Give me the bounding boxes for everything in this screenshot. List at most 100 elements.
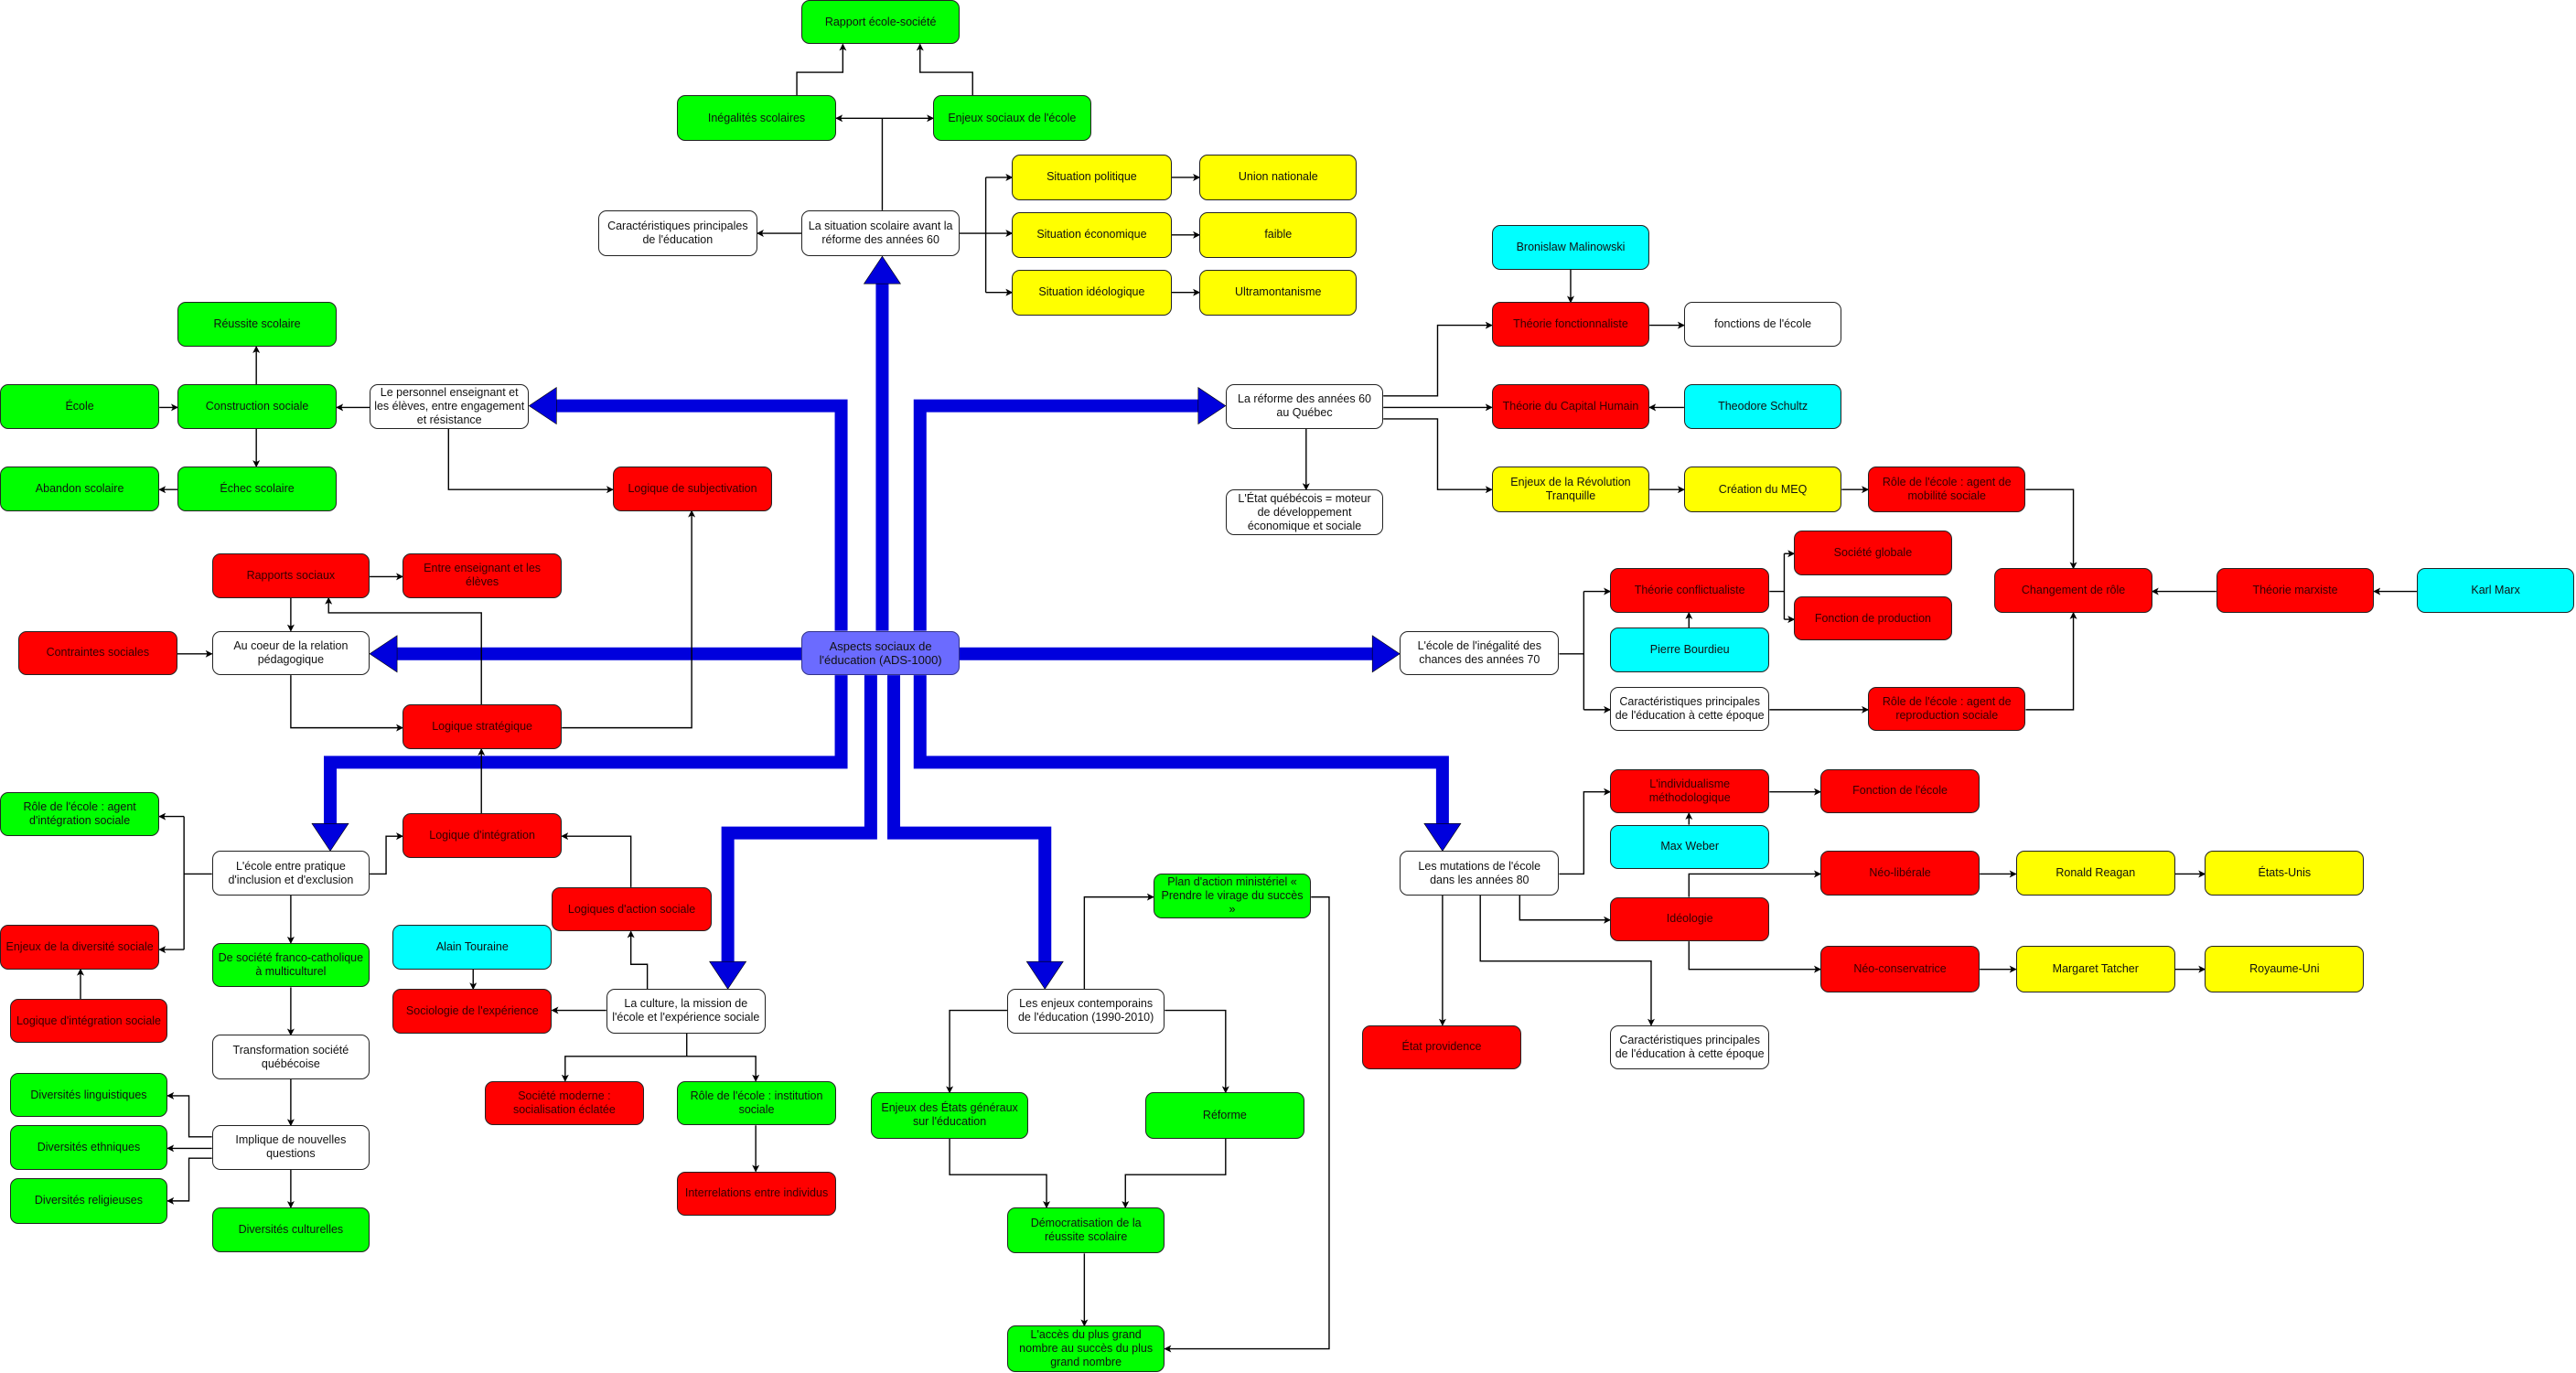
node-production[interactable]: Fonction de production [1794,595,1952,641]
connector-arrow [325,596,482,705]
node-culture[interactable]: La culture, la mission de l'école et l'e… [606,989,766,1034]
connector-arrow [447,428,614,494]
node-democratisation[interactable]: Démocratisation de la réussite scolaire [1006,1207,1165,1254]
connector-arrow [1519,895,1612,924]
node-interrelations[interactable]: Interrelations entre individus [676,1171,837,1217]
node-plan[interactable]: Plan d'action ministériel « Prendre le v… [1153,874,1312,918]
node-abandon[interactable]: Abandon scolaire [0,467,160,511]
node-inclusion[interactable]: L'école entre pratique d'inclusion et d'… [211,851,370,896]
node-thfonct[interactable]: Théorie fonctionnaliste [1491,302,1650,347]
node-caract1[interactable]: Caractéristiques principales de l'éducat… [597,209,757,257]
node-ecole[interactable]: École [0,384,160,429]
node-meq[interactable]: Création du MEQ [1683,467,1842,513]
node-center[interactable]: Aspects sociaux de l'éducation (ADS-1000… [801,630,960,676]
node-inegalite70[interactable]: L'école de l'inégalité des chances des a… [1400,630,1560,676]
node-schultz[interactable]: Theodore Schultz [1683,384,1842,429]
connector-arrow [1383,418,1493,494]
node-reussite[interactable]: Réussite scolaire [177,302,338,347]
node-caract2[interactable]: Caractéristiques principales de l'éducat… [1610,686,1770,732]
node-reformenode[interactable]: Réforme [1144,1092,1304,1139]
node-mobilite[interactable]: Rôle de l'école : agent de mobilité soci… [1868,467,2026,513]
node-ultra[interactable]: Ultramontanisme [1199,269,1358,316]
node-aucoeur[interactable]: Au coeur de la relation pédagogique [211,630,370,676]
node-subjectivation[interactable]: Logique de subjectivation [612,467,773,511]
node-caract3[interactable]: Caractéristiques principales de l'éducat… [1610,1024,1770,1070]
node-strategique[interactable]: Logique stratégique [402,704,563,749]
node-ethniques[interactable]: Diversités ethniques [9,1125,168,1170]
node-tatcher[interactable]: Margaret Tatcher [2015,946,2175,992]
node-fonctionecole[interactable]: Fonction de l'école [1819,768,1980,813]
node-label: Fonction de production [1814,611,1931,625]
node-implique[interactable]: Implique de nouvelles questions [211,1125,370,1170]
node-francocath[interactable]: De société franco-catholique à multicult… [211,942,370,988]
node-moderne[interactable]: Société moderne : socialisation éclatée [484,1080,645,1126]
node-contemporains[interactable]: Les enjeux contemporains de l'éducation … [1006,989,1165,1034]
node-revolution[interactable]: Enjeux de la Révolution Tranquille [1491,467,1650,513]
node-label: Theodore Schultz [1718,399,1809,413]
node-neocons[interactable]: Néo-conservatrice [1819,946,1980,992]
node-fonctions[interactable]: fonctions de l'école [1683,302,1842,347]
node-sitideo[interactable]: Situation idéologique [1012,269,1172,316]
node-reagan[interactable]: Ronald Reagan [2015,851,2175,896]
node-label: Alain Touraine [435,939,509,953]
node-label: Plan d'action ministériel « Prendre le v… [1161,875,1304,917]
node-siteco[interactable]: Situation économique [1012,211,1172,258]
node-transformation[interactable]: Transformation société québécoise [211,1035,370,1079]
node-agentintegration[interactable]: Rôle de l'école : agent d'intégration so… [0,791,160,837]
node-personnel[interactable]: Le personnel enseignant et les élèves, e… [370,384,530,429]
node-mutations[interactable]: Les mutations de l'école dans les années… [1400,851,1560,896]
node-etatsgeneraux[interactable]: Enjeux des États généraux sur l'éducatio… [870,1092,1029,1139]
node-marxiste[interactable]: Théorie marxiste [2216,568,2375,613]
node-ideologie[interactable]: Idéologie [1610,896,1770,942]
connector-arrow [1479,895,1655,1026]
connector-arrow [166,1091,212,1138]
node-reforme60[interactable]: La réforme des années 60 au Québec [1225,384,1384,429]
node-construction[interactable]: Construction sociale [177,384,338,429]
node-integsociale[interactable]: Logique d'intégration sociale [9,998,168,1044]
node-integration[interactable]: Logique d'intégration [402,813,563,858]
node-label: Rapport école-société [824,15,937,28]
node-contraintes[interactable]: Contraintes sociales [17,630,177,676]
node-rapports[interactable]: Rapports sociaux [211,553,370,598]
node-uk[interactable]: Royaume-Uni [2205,946,2365,992]
node-action[interactable]: Logiques d'action sociale [552,886,712,932]
node-acces[interactable]: L'accès du plus grand nombre au succès d… [1006,1325,1165,1372]
node-weber[interactable]: Max Weber [1610,824,1770,870]
node-sociologie[interactable]: Sociologie de l'expérience [392,989,553,1034]
node-enjeuxsociaux[interactable]: Enjeux sociaux de l'école [933,95,1091,142]
connector-arrow [1122,1138,1227,1209]
node-bourdieu[interactable]: Pierre Bourdieu [1610,628,1770,672]
node-usa[interactable]: États-Unis [2205,851,2365,896]
node-situation[interactable]: La situation scolaire avant la réforme d… [801,209,960,257]
node-touraine[interactable]: Alain Touraine [392,925,553,970]
node-sitpol[interactable]: Situation politique [1012,154,1172,201]
node-individualisme[interactable]: L'individualisme méthodologique [1610,768,1770,813]
node-faible[interactable]: faible [1199,211,1358,258]
node-union[interactable]: Union nationale [1199,154,1358,201]
node-marx[interactable]: Karl Marx [2416,568,2575,613]
node-culturelles[interactable]: Diversités culturelles [211,1207,370,1252]
node-globale[interactable]: Société globale [1794,531,1952,575]
node-reproduction[interactable]: Rôle de l'école : agent de reproduction … [1868,686,2026,732]
node-institution[interactable]: Rôle de l'école : institution sociale [676,1080,837,1126]
node-etat[interactable]: L'État québécois = moteur de développeme… [1225,489,1384,536]
node-echec[interactable]: Échec scolaire [177,467,338,511]
node-malinowski[interactable]: Bronislaw Malinowski [1491,225,1650,270]
node-label: États-Unis [2258,866,2312,880]
node-label: Néo-libérale [1869,866,1931,880]
node-conflict[interactable]: Théorie conflictualiste [1610,568,1770,613]
node-providence[interactable]: État providence [1361,1024,1522,1070]
node-entre[interactable]: Entre enseignant et les élèves [402,553,563,598]
node-label: Enjeux de la diversité sociale [5,939,154,953]
node-capital[interactable]: Théorie du Capital Humain [1491,384,1650,429]
main-branch-arrowhead [1197,387,1227,425]
node-linguistiques[interactable]: Diversités linguistiques [9,1072,168,1118]
node-label: Inégalités scolaires [707,111,806,124]
node-neolib[interactable]: Néo-libérale [1819,851,1980,896]
node-inegalites[interactable]: Inégalités scolaires [676,95,837,142]
node-rapport[interactable]: Rapport école-société [801,0,960,45]
node-label: Logique d'intégration [429,828,535,842]
node-religieuses[interactable]: Diversités religieuses [9,1177,168,1224]
node-changement[interactable]: Changement de rôle [1994,568,2152,613]
node-diversite[interactable]: Enjeux de la diversité sociale [0,925,160,970]
